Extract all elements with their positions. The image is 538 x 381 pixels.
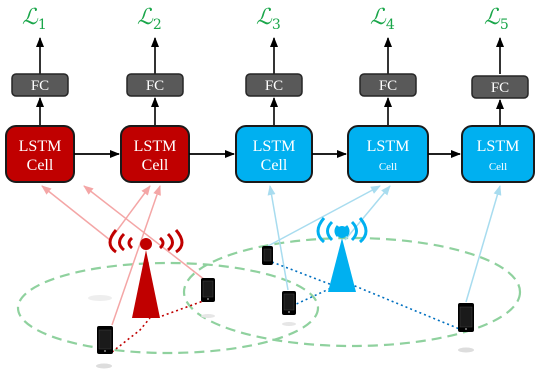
cell-tower-blue-icon bbox=[316, 217, 368, 292]
lstm-cell-5 bbox=[461, 125, 535, 183]
smartphone-icon bbox=[96, 326, 113, 369]
smartphone-icon bbox=[458, 303, 474, 353]
red-device-link-1 bbox=[111, 317, 151, 353]
unit-1: ℒ1 FC LSTM Cell bbox=[5, 5, 75, 183]
unit-5: ℒ5 FC LSTM Cell bbox=[461, 5, 535, 183]
smartphone-icon bbox=[282, 291, 296, 326]
smartphone-icon bbox=[262, 246, 273, 265]
cell-tower-red-icon bbox=[108, 229, 184, 318]
lstm-cell-label-2b: Cell bbox=[142, 157, 169, 174]
loss-label-1: ℒ1 bbox=[22, 5, 47, 33]
blue-device-link-2 bbox=[291, 283, 341, 307]
fc-label-4: FC bbox=[379, 78, 397, 94]
lstm-cell-label-1a: LSTM bbox=[19, 138, 62, 155]
fc-box-3 bbox=[245, 73, 303, 97]
fc-box-2 bbox=[126, 73, 184, 97]
fc-box-4 bbox=[359, 73, 417, 97]
lstm-cell-label-3b: Cell bbox=[261, 157, 288, 174]
loss-label-5: ℒ5 bbox=[484, 5, 509, 33]
red-upload-link-3 bbox=[111, 185, 161, 326]
unit-3: ℒ3 FC LSTM Cell bbox=[235, 5, 313, 183]
fc-label-3: FC bbox=[265, 78, 283, 94]
blue-upload-link-3 bbox=[344, 185, 391, 241]
fc-label-2: FC bbox=[146, 78, 164, 94]
blue-device-link-3 bbox=[349, 283, 463, 331]
lstm-cell-label-3a: LSTM bbox=[253, 138, 296, 155]
fc-label-5: FC bbox=[491, 80, 509, 96]
fc-box-1 bbox=[11, 73, 69, 97]
blue-cell-coverage-ellipse bbox=[182, 236, 522, 348]
unit-2: ℒ2 FC LSTM Cell bbox=[120, 5, 190, 183]
lstm-cell-label-1b: Cell bbox=[27, 157, 54, 174]
device-shadow bbox=[88, 295, 112, 301]
blue-upload-link-1 bbox=[267, 185, 381, 247]
loss-label-4: ℒ4 bbox=[370, 5, 395, 33]
lstm-cell-label-5a: LSTM bbox=[477, 138, 520, 155]
lstm-cell-label-4a: LSTM bbox=[367, 138, 410, 155]
red-upload-link-4 bbox=[83, 185, 206, 281]
loss-label-2: ℒ2 bbox=[137, 5, 162, 33]
lstm-cell-label-2a: LSTM bbox=[134, 138, 177, 155]
fc-label-1: FC bbox=[31, 78, 49, 94]
unit-4: ℒ4 FC LSTM Cell bbox=[347, 5, 429, 183]
lstm-cell-label-4b: Cell bbox=[379, 161, 397, 173]
blue-device-link-1 bbox=[271, 261, 341, 289]
lstm-cell-label-5b: Cell bbox=[489, 161, 507, 173]
blue-upload-link-4 bbox=[465, 185, 502, 303]
red-cell-coverage-ellipse bbox=[16, 261, 320, 355]
loss-label-3: ℒ3 bbox=[256, 5, 281, 33]
blue-upload-link-2 bbox=[267, 185, 289, 291]
smartphone-icon bbox=[201, 278, 215, 318]
red-upload-link-1 bbox=[41, 185, 111, 241]
fc-box-5 bbox=[471, 75, 529, 99]
